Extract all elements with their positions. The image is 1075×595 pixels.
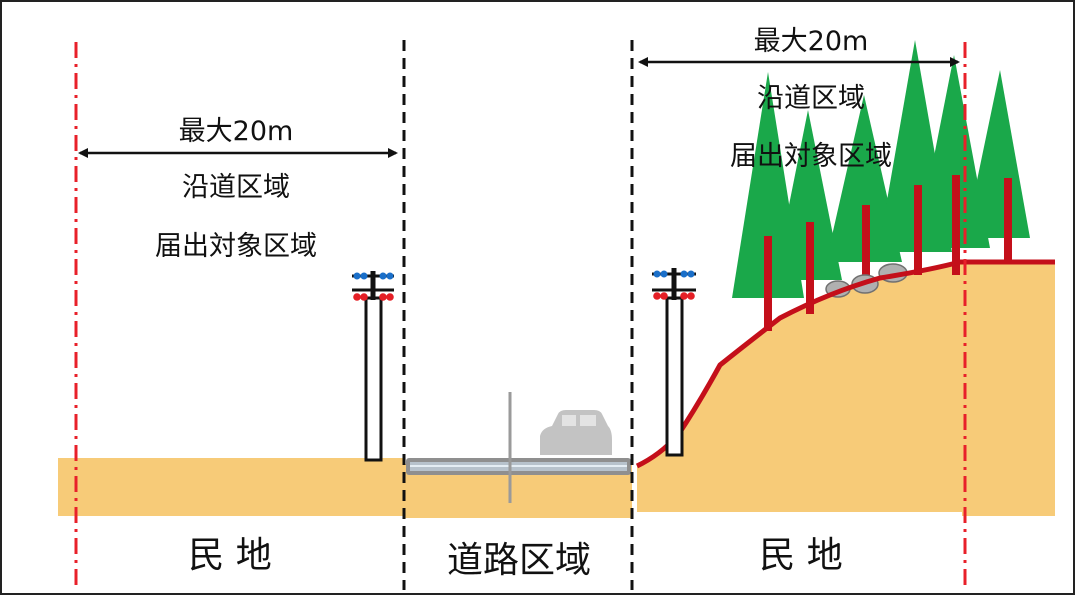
tree-icon (965, 70, 1030, 238)
right-hillside-ground (637, 261, 1055, 516)
tree-icon (774, 110, 842, 280)
car-icon (540, 410, 612, 455)
road-area-label: 道路区域 (446, 540, 591, 581)
tree-icon (826, 95, 902, 262)
left-notice-area-label: 届出対象区域 (155, 231, 317, 262)
right-max-width-label: 最大20m (753, 26, 869, 57)
left-private-land-ground (58, 458, 404, 516)
tree-trunk (806, 222, 814, 314)
right-utility-pole-icon (652, 268, 696, 457)
road-surface (406, 458, 631, 475)
tree-trunk (862, 205, 870, 290)
tree-trunk (914, 185, 922, 275)
right-notice-area-label: 届出対象区域 (730, 141, 892, 172)
right-private-land-label: 民 地 (759, 535, 843, 576)
left-utility-pole-icon (352, 271, 394, 462)
tree-trunk (952, 175, 960, 275)
left-max-width-label: 最大20m (178, 116, 294, 147)
left-private-land-label: 民 地 (188, 535, 272, 576)
forest (732, 40, 1030, 331)
tree-trunk (1004, 178, 1012, 263)
tree-icon (916, 55, 990, 248)
right-zone-name-label: 沿道区域 (757, 83, 865, 114)
left-zone-name-label: 沿道区域 (182, 172, 290, 203)
tree-trunk (764, 236, 772, 331)
